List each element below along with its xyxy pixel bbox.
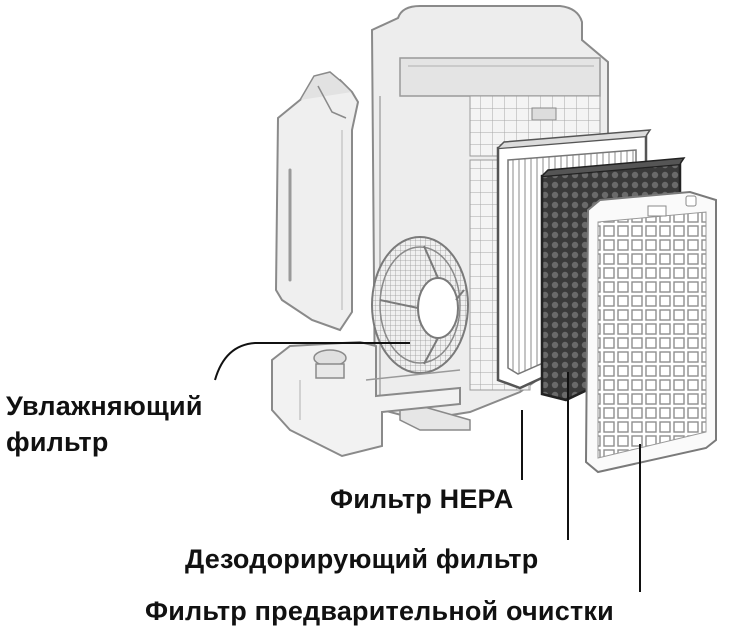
humidifying-filter-label: Увлажняющий фильтр [6, 388, 203, 460]
pre-filter [584, 190, 717, 474]
pre-filter-label: Фильтр предварительной очистки [145, 596, 614, 626]
leader-lines [214, 342, 641, 592]
hepa-filter-label: Фильтр HEPA [330, 484, 514, 514]
humidifying-filter-label-line2: фильтр [6, 427, 109, 457]
humidifying-filter-label-line1: Увлажняющий [6, 391, 203, 421]
deodorizing-filter-label: Дезодорирующий фильтр [185, 544, 539, 574]
humidifying-filter-wheel [371, 236, 469, 374]
side-door-panel [274, 71, 360, 332]
leader-humidifying [214, 342, 410, 381]
